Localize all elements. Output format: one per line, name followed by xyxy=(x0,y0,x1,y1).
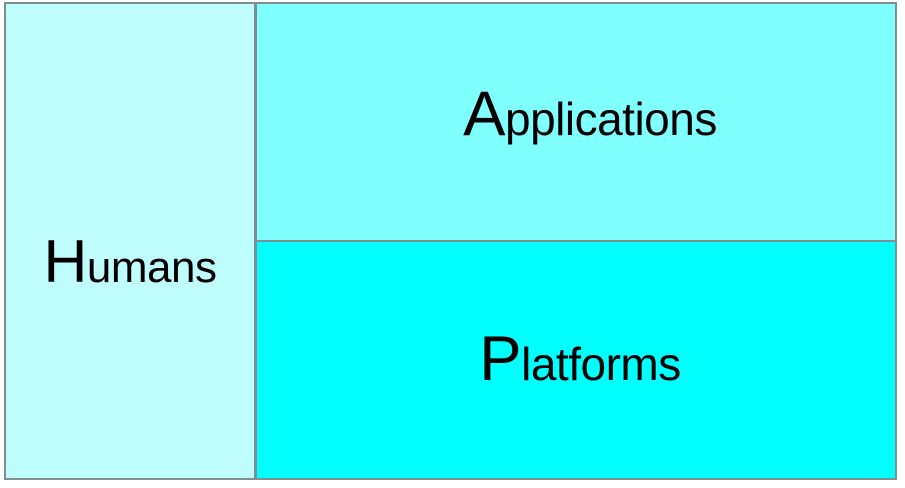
cell-label-applications-capital: A xyxy=(463,79,505,150)
diagram-cell-applications[interactable]: Applications xyxy=(256,2,897,242)
cell-label-platforms-rest: latforms xyxy=(521,338,681,391)
cell-label-platforms: Platforms xyxy=(479,328,681,391)
cell-label-humans-capital: H xyxy=(43,226,88,295)
cell-label-platforms-capital: P xyxy=(479,324,522,395)
diagram-canvas: Humans Applications Platforms xyxy=(4,2,897,480)
diagram-right-stack: Applications Platforms xyxy=(256,2,897,480)
cell-label-humans-rest: umans xyxy=(86,242,217,292)
diagram-cell-humans[interactable]: Humans xyxy=(4,2,256,480)
cell-label-applications-rest: pplications xyxy=(504,93,717,146)
cell-label-applications: Applications xyxy=(463,83,717,146)
diagram-cell-platforms[interactable]: Platforms xyxy=(256,242,897,480)
cell-label-humans: Humans xyxy=(44,230,217,292)
